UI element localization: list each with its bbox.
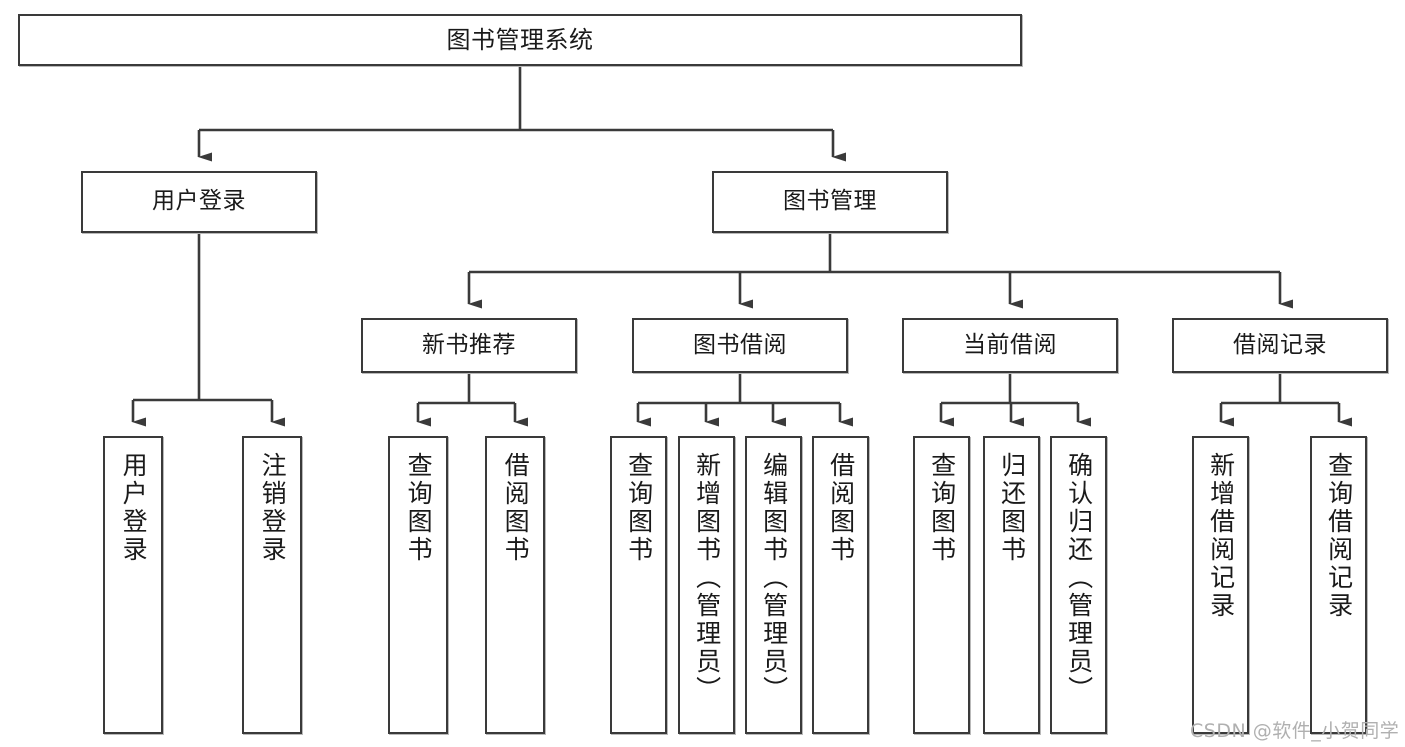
node-leaf-borrow-book-1-label: 借阅图书 [501, 452, 531, 564]
node-leaf-query-book-1-label: 查询图书 [404, 452, 434, 564]
node-leaf-return-book[interactable]: 归还图书 [983, 436, 1040, 734]
node-user-login-label: 用户登录 [152, 188, 246, 215]
node-leaf-edit-book-admin[interactable]: 编辑图书（管理员） [745, 436, 802, 734]
node-book-manage-label: 图书管理 [783, 188, 877, 215]
node-root[interactable]: 图书管理系统 [18, 14, 1022, 66]
node-user-login[interactable]: 用户登录 [81, 171, 317, 233]
node-book-borrow[interactable]: 图书借阅 [632, 318, 848, 373]
node-current-borrow-label: 当前借阅 [963, 331, 1057, 358]
node-leaf-confirm-return-admin-label: 确认归还（管理员） [1064, 452, 1094, 704]
node-borrow-record-label: 借阅记录 [1233, 331, 1327, 358]
node-current-borrow[interactable]: 当前借阅 [902, 318, 1118, 373]
csdn-watermark: CSDN @软件_小贺同学 [1190, 720, 1400, 742]
node-borrow-record[interactable]: 借阅记录 [1172, 318, 1388, 373]
node-leaf-query-book-3-label: 查询图书 [927, 452, 957, 564]
node-leaf-borrow-book-2[interactable]: 借阅图书 [812, 436, 869, 734]
node-book-manage[interactable]: 图书管理 [712, 171, 948, 233]
node-leaf-user-login-label: 用户登录 [119, 452, 149, 564]
node-book-borrow-label: 图书借阅 [693, 331, 787, 358]
node-leaf-add-borrow-record[interactable]: 新增借阅记录 [1192, 436, 1249, 734]
node-leaf-add-book-admin-label: 新增图书（管理员） [692, 452, 722, 704]
node-leaf-edit-book-admin-label: 编辑图书（管理员） [759, 452, 789, 704]
node-leaf-return-book-label: 归还图书 [997, 452, 1027, 564]
node-leaf-add-book-admin[interactable]: 新增图书（管理员） [678, 436, 735, 734]
node-leaf-query-book-2-label: 查询图书 [624, 452, 654, 564]
node-root-label: 图书管理系统 [446, 25, 594, 54]
node-leaf-query-book-3[interactable]: 查询图书 [913, 436, 970, 734]
node-leaf-user-logout-label: 注销登录 [258, 452, 288, 564]
node-leaf-user-login[interactable]: 用户登录 [103, 436, 163, 734]
node-leaf-query-borrow-record[interactable]: 查询借阅记录 [1310, 436, 1367, 734]
node-leaf-query-borrow-record-label: 查询借阅记录 [1324, 452, 1354, 620]
node-leaf-query-book-2[interactable]: 查询图书 [610, 436, 667, 734]
node-leaf-borrow-book-1[interactable]: 借阅图书 [485, 436, 545, 734]
node-new-book-recommend-label: 新书推荐 [422, 331, 516, 358]
node-leaf-query-book-1[interactable]: 查询图书 [388, 436, 448, 734]
node-leaf-confirm-return-admin[interactable]: 确认归还（管理员） [1050, 436, 1107, 734]
node-leaf-borrow-book-2-label: 借阅图书 [826, 452, 856, 564]
node-leaf-user-logout[interactable]: 注销登录 [242, 436, 302, 734]
node-new-book-recommend[interactable]: 新书推荐 [361, 318, 577, 373]
node-leaf-add-borrow-record-label: 新增借阅记录 [1206, 452, 1236, 620]
